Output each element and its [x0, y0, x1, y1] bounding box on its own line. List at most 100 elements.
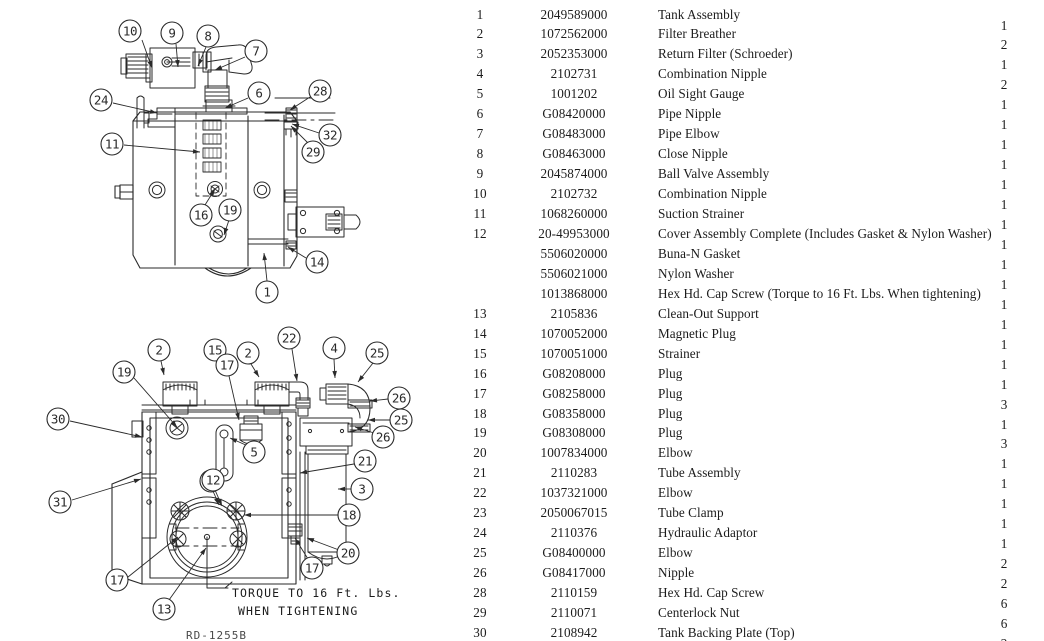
- cell-item-number: 13: [473, 305, 487, 321]
- cell-part-number: 2102732: [550, 186, 598, 202]
- cell-description: Hydraulic Adaptor: [658, 525, 758, 541]
- cell-description: Close Nipple: [658, 146, 728, 162]
- callout-bubble-26: 26: [354, 425, 395, 449]
- tank-body-plan: [111, 411, 297, 585]
- filter-breather-left-2: [162, 381, 198, 415]
- cell-quantity: 1: [1000, 336, 1008, 352]
- cell-description: Centerlock Nut: [658, 605, 740, 620]
- cell-item-number: 22: [473, 485, 487, 501]
- cell-part-number: 5506020000: [540, 245, 608, 261]
- cell-quantity: 1: [1000, 57, 1008, 73]
- tank-backing-plates-right: [281, 411, 297, 539]
- callout-label: 29: [306, 145, 320, 160]
- cell-description: Buna-N Gasket: [658, 245, 741, 261]
- cell-description: Tube Clamp: [658, 505, 724, 521]
- callout-label: 14: [310, 255, 324, 270]
- pipe-nipple-6: [202, 69, 236, 113]
- callout-label: 17: [220, 358, 234, 373]
- callout-bubble-18: 18: [244, 503, 361, 527]
- cell-part-number: G08400000: [542, 545, 606, 561]
- cell-quantity: 1: [1000, 356, 1008, 372]
- cell-quantity: 1: [1000, 316, 1008, 332]
- cell-part-number: 2049589000: [540, 6, 608, 22]
- table-row: 24 2110376 Hydraulic Adaptor: [462, 523, 1044, 543]
- cell-description: Hex Hd. Cap Screw: [658, 585, 765, 601]
- nipple-elbow-group-4-25-26: [319, 383, 373, 433]
- cell-quantity: 1: [1000, 177, 1008, 193]
- cell-description: Nylon Washer: [658, 265, 734, 281]
- cell-item-number: 28: [473, 585, 487, 601]
- callout-bubble-25: 25: [368, 408, 413, 432]
- cell-part-number: 2105836: [550, 305, 598, 321]
- callout-bubble-26: 26: [369, 386, 411, 410]
- callout-label: 19: [223, 203, 237, 218]
- cell-quantity: 1: [1000, 456, 1008, 472]
- return-tube-left: [136, 95, 145, 129]
- cell-description: Suction Strainer: [658, 206, 745, 221]
- cell-item-number: 7: [476, 126, 484, 142]
- cell-quantity: 1: [1000, 496, 1008, 512]
- cell-part-number: 1070051000: [540, 345, 608, 361]
- cell-quantity: 2: [1000, 576, 1008, 592]
- cell-item-number: 24: [473, 525, 487, 541]
- cell-description: Magnetic Plug: [658, 325, 736, 341]
- cell-quantity: 3: [1000, 436, 1008, 452]
- cell-part-number: 2110283: [550, 465, 598, 481]
- callout-label: 17: [110, 573, 124, 588]
- cell-quantity: 3: [1000, 396, 1008, 412]
- cell-part-number: 1072562000: [540, 26, 608, 42]
- cell-description: Elbow: [658, 445, 693, 461]
- cell-part-number: 2050067015: [540, 505, 608, 521]
- cell-description: Combination Nipple: [658, 186, 767, 202]
- cell-item-number: 3: [476, 46, 484, 62]
- strainer-mesh: [202, 119, 222, 173]
- tank-backing-plates-30-31: [131, 411, 157, 539]
- cell-part-number: G08308000: [542, 425, 606, 441]
- cell-description: Pipe Elbow: [658, 126, 720, 142]
- quantity-column: 1212111111111111111313111112266222: [462, 0, 1044, 641]
- cell-item-number: 26: [473, 565, 487, 581]
- callout-label: 6: [255, 86, 262, 101]
- cell-part-number: 2052353000: [540, 46, 608, 62]
- cell-description: Oil Sight Gauge: [658, 86, 745, 102]
- callout-label: 7: [252, 44, 259, 59]
- assembly-drawings-svg: 1098762428322911161914121915172224252625…: [46, 19, 413, 621]
- cell-part-number: 1070052000: [540, 325, 608, 341]
- cell-part-number: 2110376: [550, 525, 598, 541]
- callout-bubble-20: 20: [306, 537, 360, 565]
- cell-description: Plug: [658, 405, 683, 421]
- cell-item-number: 15: [473, 345, 487, 361]
- callout-label: 18: [342, 508, 356, 523]
- callout-bubble-19: 19: [218, 198, 242, 236]
- tank-top-rail: [141, 399, 297, 411]
- combination-nipple-10: [120, 53, 151, 79]
- callout-bubble-17: 17: [105, 536, 179, 592]
- callout-bubble-4: 4: [322, 336, 346, 379]
- callout-label: 20: [341, 546, 355, 561]
- cell-item-number: 21: [473, 465, 487, 481]
- cell-quantity: 6: [1000, 596, 1008, 612]
- torque-leader: [206, 536, 233, 589]
- callout-bubble-10: 10: [118, 19, 153, 69]
- callout-label: 8: [204, 29, 211, 44]
- cell-part-number: 2110071: [550, 605, 598, 620]
- cell-part-number: 1068260000: [540, 206, 608, 221]
- cell-item-number: 5: [476, 86, 484, 102]
- callout-bubble-22: 22: [277, 326, 301, 382]
- cell-description: Pipe Nipple: [658, 106, 722, 122]
